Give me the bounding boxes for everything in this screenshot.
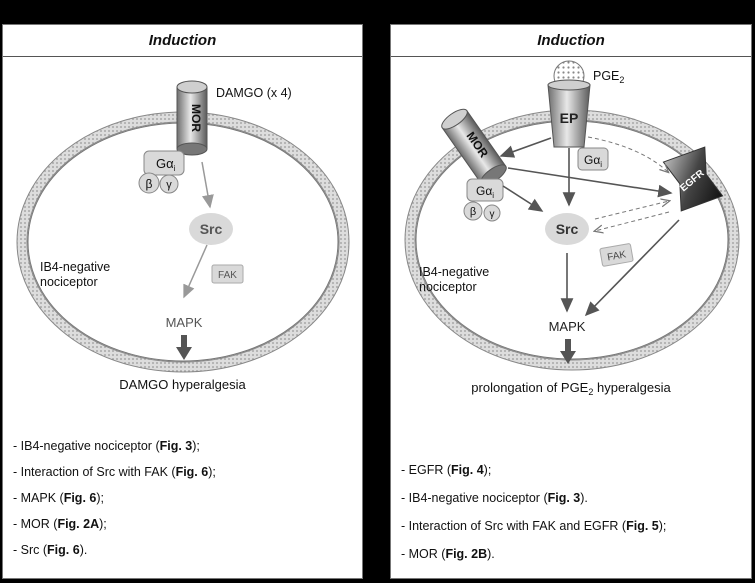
mapk-label: MAPK [166,315,203,330]
svg-text:γ: γ [166,179,172,191]
cell-label-line2: nociceptor [40,275,98,289]
reference-item: - MOR (Fig. 2A); [13,517,107,531]
dashed-arrow-src-to-egfr [594,201,669,220]
mor-label: MOR [189,104,203,132]
arrow-src-to-mapk [183,244,208,299]
reference-item: - Interaction of Src with FAK (Fig. 6); [13,465,216,479]
cell-label-line2: nociceptor [419,280,477,294]
output-arrow [176,347,192,360]
cell-label-line1: IB4-negative [40,260,111,274]
reference-item: - IB4-negative nociceptor (Fig. 3). [401,491,588,505]
arrow-egfr-to-mapk [584,219,680,317]
reference-item: - EGFR (Fig. 4); [401,463,492,477]
dashed-arrow-egfr-to-src [595,211,670,231]
right-pathway-diagram: EP MOR EGFR Gαi Gαi β γ [404,60,740,371]
src-label: Src [200,221,223,237]
arrow-mor-to-src [502,185,544,212]
reference-item: - Src (Fig. 6). [13,543,88,557]
g-protein: Gαi β γ [138,150,185,194]
right-outcome: prolongation of PGE2 hyperalgesia [471,380,671,397]
svg-text:γ: γ [490,209,495,220]
pge2-label: PGE2 [593,69,625,85]
arrow-mor-to-egfr [507,167,673,198]
left-panel-title: Induction [3,25,362,57]
arrow-mor-to-src [201,161,214,209]
src-node [189,213,233,245]
reference-item: - MOR (Fig. 2B). [401,547,495,561]
svg-text:EP: EP [560,110,579,126]
left-outcome: DAMGO hyperalgesia [119,377,246,392]
svg-text:Gαi: Gαi [476,184,494,200]
svg-text:β: β [470,206,476,218]
ep-receptor: EP [547,79,591,148]
damgo-label: DAMGO (x 4) [216,86,292,100]
right-panel-title: Induction [391,25,751,57]
arrow-ep-to-mor [499,137,552,158]
reference-item: - MAPK (Fig. 6); [13,491,104,505]
reference-item: - Interaction of Src with FAK and EGFR (… [401,519,667,533]
mor-receptor: MOR [441,108,507,186]
left-pathway-diagram: MOR Gαi β γ Src FAK MAPK [16,80,350,373]
fak-node [211,264,244,284]
right-reference-list: - EGFR (Fig. 4); - IB4-negative nocicept… [401,456,666,568]
svg-text:FAK: FAK [606,249,627,263]
fak-node [599,243,634,267]
egfr-receptor: EGFR [662,146,724,212]
cell-label-line1: IB4-negative [419,265,490,279]
g-protein: Gαi β γ [463,178,504,222]
mor-receptor: MOR [176,80,208,156]
dashed-arrow-ep-to-egfr [587,136,668,172]
g-alpha-ep [577,147,609,171]
left-reference-list: - IB4-negative nociceptor (Fig. 3); - In… [13,433,216,563]
svg-text:Gαi: Gαi [584,153,602,169]
output-arrow [560,351,576,364]
fak-label: FAK [218,270,237,281]
right-panel: Induction [390,24,752,579]
svg-text:Src: Src [556,221,579,237]
src-node [545,213,589,245]
svg-text:Gαi: Gαi [156,156,176,173]
left-panel: Induction MOR [2,24,363,579]
mapk-label: MAPK [549,319,586,334]
svg-text:β: β [146,177,153,191]
reference-item: - IB4-negative nociceptor (Fig. 3); [13,439,200,453]
